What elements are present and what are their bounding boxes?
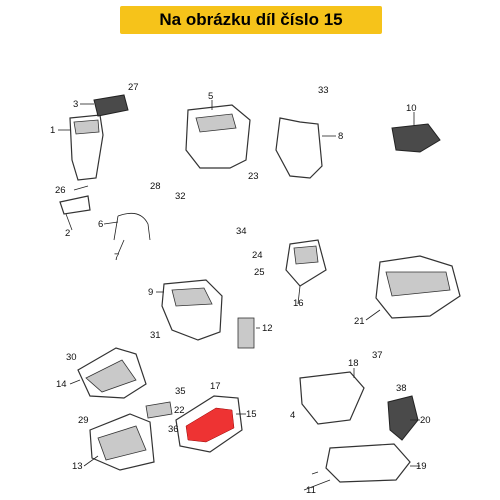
callout-16: 16 (293, 298, 304, 309)
callout-34: 34 (236, 226, 247, 237)
leader-lines (58, 100, 420, 491)
page-title: Na obrázku díl číslo 15 (159, 10, 343, 29)
callout-22: 22 (174, 405, 185, 416)
part-front-shield-5 (185, 104, 251, 169)
part-cover-10 (391, 123, 441, 153)
callout-13: 13 (72, 461, 83, 472)
callout-20: 20 (420, 415, 431, 426)
callout-33: 33 (318, 85, 329, 96)
part-12 (237, 317, 255, 349)
callout-14: 14 (56, 379, 67, 390)
callout-21: 21 (354, 316, 365, 327)
part-bracket-3 (93, 94, 129, 117)
callout-30: 30 (66, 352, 77, 363)
part-panel-19 (325, 443, 411, 483)
callout-7: 7 (114, 252, 119, 263)
callout-19: 19 (416, 461, 427, 472)
callout-31: 31 (150, 330, 161, 341)
part-panel-18 (299, 371, 365, 425)
callout-4: 4 (290, 410, 295, 421)
callout-6: 6 (98, 219, 103, 230)
part-22 (145, 401, 173, 419)
callout-32: 32 (175, 191, 186, 202)
callout-27: 27 (128, 82, 139, 93)
callout-1: 1 (50, 125, 55, 136)
part-inner-panel-8 (275, 117, 323, 179)
callout-5: 5 (208, 91, 213, 102)
callout-17: 17 (210, 381, 221, 392)
callout-15: 15 (246, 409, 257, 420)
part-panel-2 (59, 195, 91, 215)
part-bracket-20 (387, 395, 419, 441)
callout-8: 8 (338, 131, 343, 142)
callout-38: 38 (396, 383, 407, 394)
callout-labels: 1 2 3 4 5 6 7 8 9 10 11 12 13 14 15 16 1… (50, 82, 431, 496)
callout-24: 24 (252, 250, 263, 261)
callout-28: 28 (150, 181, 161, 192)
callout-37: 37 (372, 350, 383, 361)
callout-2: 2 (65, 228, 70, 239)
callout-23: 23 (248, 171, 259, 182)
callout-29: 29 (78, 415, 89, 426)
callout-26: 26 (55, 185, 66, 196)
title-banner: Na obrázku díl číslo 15 (120, 6, 382, 34)
callout-3: 3 (73, 99, 78, 110)
callout-25: 25 (254, 267, 265, 278)
callout-36: 36 (168, 424, 179, 435)
callout-12: 12 (262, 323, 273, 334)
part-bracket-6 (113, 212, 151, 241)
callout-10: 10 (406, 103, 417, 114)
callout-9: 9 (148, 287, 153, 298)
callout-35: 35 (175, 386, 186, 397)
callout-11: 11 (306, 485, 316, 496)
callout-18: 18 (348, 358, 359, 369)
